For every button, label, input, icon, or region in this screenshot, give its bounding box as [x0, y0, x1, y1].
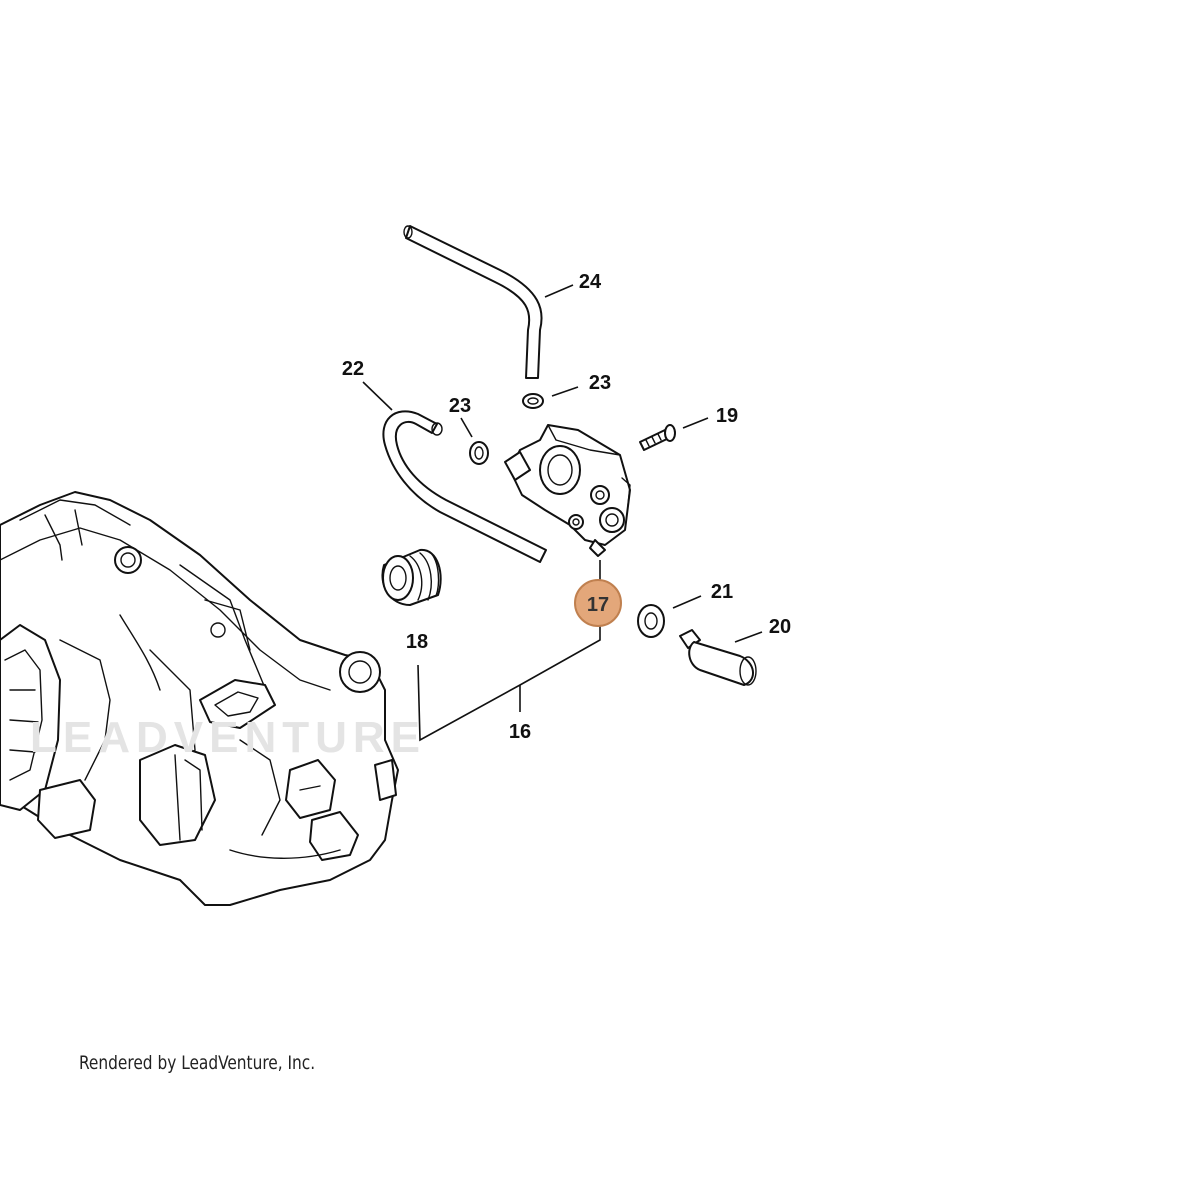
crankcase-housing	[0, 491, 399, 906]
callout-17[interactable]: 17	[587, 594, 609, 616]
worm-gear-18	[381, 548, 442, 606]
callout-24[interactable]: 24	[579, 271, 602, 293]
callout-19[interactable]: 19	[716, 405, 738, 427]
callout-16[interactable]: 16	[509, 721, 531, 743]
render-credit: Rendered by LeadVenture, Inc.	[79, 1052, 316, 1074]
callout-18[interactable]: 18	[406, 631, 428, 653]
leader-lines	[362, 284, 763, 742]
callout-21[interactable]: 21	[711, 581, 733, 603]
highlight-circle-17[interactable]	[574, 579, 622, 627]
ring-23-left	[469, 441, 489, 465]
screw-19	[639, 424, 676, 451]
callout-22[interactable]: 22	[342, 358, 364, 380]
oil-pump-17	[504, 424, 631, 557]
callout-20[interactable]: 20	[769, 616, 791, 638]
hose-22	[382, 410, 547, 563]
filter-20	[679, 629, 757, 686]
ring-23-upper	[522, 393, 544, 409]
oil-hose-24	[403, 225, 543, 379]
watermark-text: LEADVENTURE	[30, 713, 426, 762]
grommet-21	[637, 604, 665, 638]
callout-23-left[interactable]: 23	[449, 395, 471, 417]
callout-23-upper[interactable]: 23	[589, 372, 611, 394]
